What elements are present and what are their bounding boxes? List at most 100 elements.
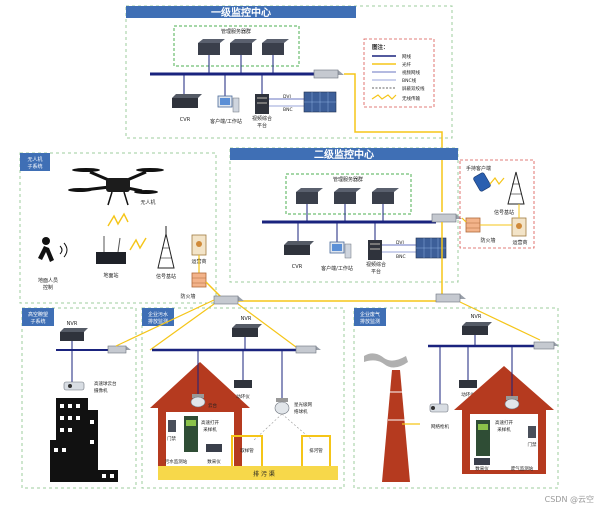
bnc-label-1: BNC	[283, 107, 293, 113]
fiber-link	[205, 281, 223, 299]
cvr-icon	[284, 241, 314, 255]
legend-item: 网线	[402, 53, 411, 60]
video-wall-icon	[303, 91, 337, 113]
video-platform-icon	[368, 240, 382, 260]
dome-camera-icon	[504, 396, 520, 410]
sampler-icon	[476, 420, 490, 456]
ground-ctrl-label-a: 地面人员	[38, 277, 58, 284]
carrier-icon	[191, 234, 207, 256]
phone-icon	[473, 172, 491, 192]
sewage-ditch	[158, 466, 338, 480]
legend: 图注： 网线 光纤 视频网线 BNC线 屏蔽双绞线 无线传输	[363, 38, 435, 108]
discharge-pipe	[301, 435, 331, 466]
wireless-link	[489, 176, 505, 186]
dvr-label-g: 数采仪	[475, 465, 489, 472]
starlight-label-a: 星光级网	[294, 401, 312, 408]
analyzer-label-g: 动环仪	[461, 391, 475, 398]
tower-icon	[157, 226, 175, 269]
firewall-icon	[465, 217, 481, 233]
hp-sys-label-b: 子系统	[30, 318, 45, 325]
carrier-icon	[511, 217, 527, 237]
workstation-icon	[329, 241, 352, 259]
uav-sys-label-a: 无人机	[27, 156, 42, 163]
signal-base-label-2: 信号基站	[494, 209, 514, 216]
video-wall-icon	[415, 237, 447, 259]
water-sys-label-a: 企业污水	[148, 311, 168, 318]
cvr-icon	[172, 94, 202, 108]
vplat-label-1a: 视频综合	[252, 115, 272, 122]
cvr-label-1: CVR	[180, 117, 191, 123]
firewall-label-2: 防火墙	[480, 237, 495, 244]
sewage-ditch-label: 排 污 渠	[253, 470, 275, 478]
dvi-label-1: DVI	[283, 94, 291, 100]
firewall-icon	[191, 272, 207, 288]
pipe-label-a: 取样管	[240, 447, 254, 454]
server-group-label-1: 管理服务器群	[221, 28, 251, 35]
server-icon	[372, 188, 399, 204]
wireless-link	[129, 237, 147, 251]
fiber-link	[237, 303, 301, 351]
server-icon	[198, 39, 225, 55]
analyzer-label-w: 动环仪	[236, 393, 250, 400]
client-label-1: 客户端/工作站	[210, 118, 242, 125]
vplat-label-1b: 平台	[257, 122, 267, 129]
ground-station-icon	[96, 236, 126, 264]
dvi-label-2: DVI	[396, 240, 404, 246]
water-sys-label-b: 排放监测	[148, 318, 168, 325]
ground-station-label: 地面站	[103, 272, 118, 279]
gas-sys-label-a: 企业废气	[360, 311, 380, 318]
client-label-2: 客户端/工作站	[321, 265, 353, 272]
ptz-camera-icon	[63, 381, 85, 391]
water-station-label: 污水监测站	[165, 458, 188, 465]
vplat-label-2a: 视频综合	[366, 261, 386, 268]
nvr-label-hp: NVR	[67, 321, 78, 327]
bnc-label-2: BNC	[396, 254, 406, 260]
signal-base-label-1: 信号基站	[156, 273, 176, 280]
nvr-icon	[60, 328, 88, 341]
switch-icon	[435, 293, 466, 303]
waste-gas-subsystem: 企业废气 排放监测 NVR 网络枪机 动环仪	[353, 307, 559, 489]
dome-camera-icon	[274, 398, 290, 415]
door-label-w: 门禁	[167, 435, 176, 442]
level2-title: 二级监控中心	[314, 148, 374, 161]
drone-icon	[68, 168, 164, 206]
pipe-label-b: 排河管	[309, 447, 323, 454]
chimney-icon	[364, 353, 410, 482]
switch-icon	[107, 345, 131, 354]
person-icon	[38, 237, 68, 262]
door-access-icon	[168, 420, 176, 432]
legend-item: 视频网线	[402, 69, 420, 76]
nvr-icon	[462, 322, 492, 335]
tower-icon	[507, 171, 525, 205]
level1-title: 一级监控中心	[211, 6, 271, 19]
fiber-link	[461, 217, 467, 223]
legend-item: 屏蔽双绞线	[402, 85, 425, 92]
uav-sys-label-b: 子系统	[27, 163, 42, 170]
server-icon	[296, 188, 323, 204]
door-access-icon	[528, 426, 536, 438]
switch-icon	[213, 295, 244, 305]
workstation-icon	[217, 95, 240, 113]
bullet-camera-icon	[429, 403, 449, 413]
sampler-icon	[184, 416, 198, 452]
starlight-label-b: 络球机	[294, 408, 308, 415]
dvr-icon	[206, 444, 222, 452]
switch-icon	[533, 341, 559, 350]
dome-camera-icon	[190, 394, 206, 408]
sampling-pipe	[231, 435, 263, 466]
building-icon	[50, 398, 118, 482]
station-house-icon	[150, 362, 250, 470]
switch-icon	[295, 345, 321, 354]
sampler-label-g-b: 采样机	[497, 426, 511, 433]
fiber-link	[115, 299, 215, 347]
net-cam-label-g: 网络枪机	[431, 423, 449, 430]
server-icon	[230, 39, 257, 55]
switch-icon	[313, 69, 344, 79]
gas-station-label: 废气监测站	[511, 465, 534, 472]
level1-center: 一级监控中心 管理服务器群 CVR	[125, 5, 453, 139]
high-point-subsystem: 高空瞭望 子系统 NVR 高速球云台 摄像机	[21, 307, 137, 489]
mobile-client-subsystem: 手持客户端 信号基站 防火墙 运营商	[459, 159, 535, 249]
analyzer-icon	[234, 380, 252, 388]
hp-sys-label-a: 高空瞭望	[28, 311, 48, 318]
